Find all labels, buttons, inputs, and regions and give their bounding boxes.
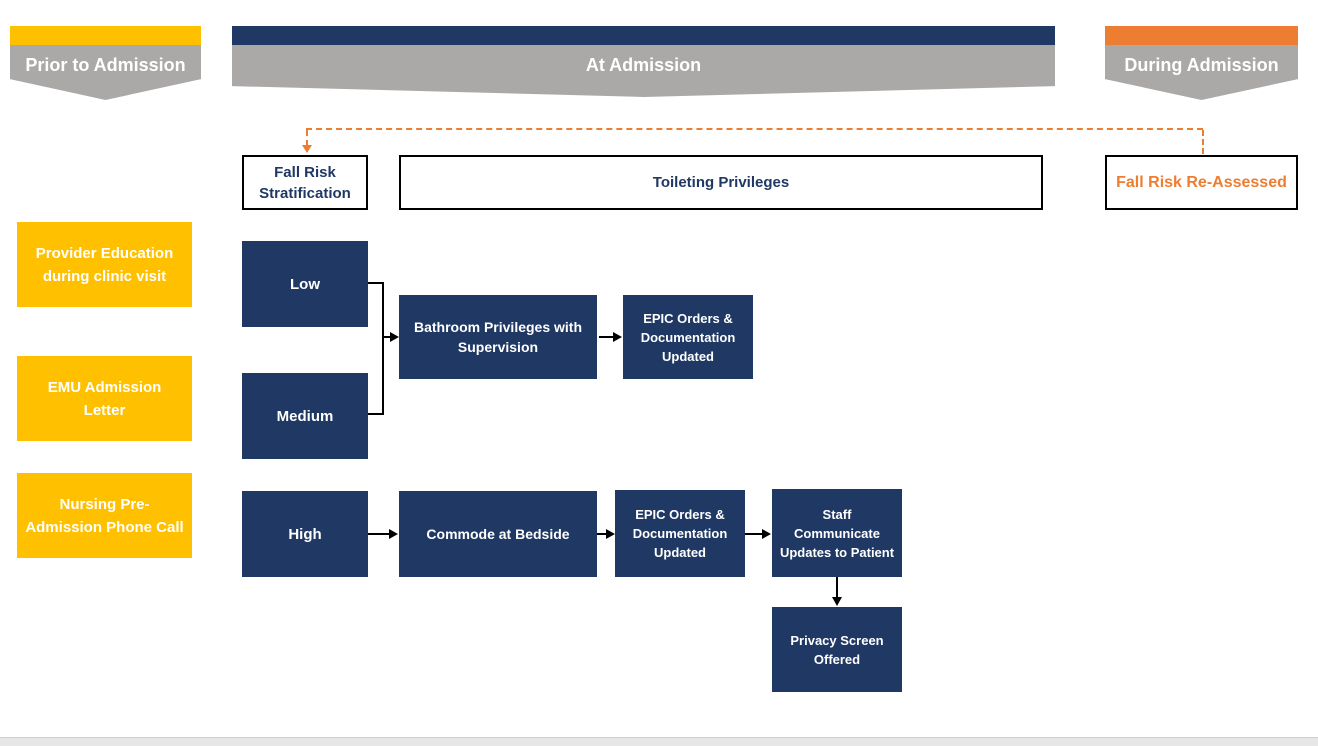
step-label-privacy-screen-offered: Privacy Screen Offered xyxy=(790,632,884,667)
header-label-fall-risk-stratification: Fall Risk Stratification xyxy=(259,163,351,202)
phase-label-prior-to-admission: Prior to Admission xyxy=(25,55,186,75)
step-label-provider-education: Provider Education during clinic visit xyxy=(35,244,174,285)
header-box-fall-risk-reassessed: Fall Risk Re-Assessed xyxy=(1105,155,1298,210)
bottom-edge-strip xyxy=(0,737,1318,746)
connector-merge-vertical xyxy=(382,282,384,415)
step-label-bathroom-privileges: Bathroom Privileges with Supervision xyxy=(413,319,583,355)
connector-commode-to-epic xyxy=(597,533,607,535)
step-label-commode-at-bedside: Commode at Bedside xyxy=(426,526,570,542)
arrowhead-to-epic-high-icon xyxy=(606,529,615,539)
connector-low-stub xyxy=(368,282,382,284)
connector-medium-stub xyxy=(368,413,382,415)
step-box-bathroom-privileges: Bathroom Privileges with Supervision xyxy=(399,295,597,379)
phase-bar-during-admission xyxy=(1105,26,1298,45)
reassess-arrowhead-down-icon xyxy=(302,145,312,153)
header-label-fall-risk-reassessed: Fall Risk Re-Assessed xyxy=(1116,173,1287,191)
step-box-emu-admission-letter: EMU Admission Letter xyxy=(17,356,192,441)
arrowhead-to-bathroom-icon xyxy=(390,332,399,342)
phase-label-during-admission: During Admission xyxy=(1124,55,1279,75)
arrowhead-to-privacy-icon xyxy=(832,597,842,606)
connector-high-to-commode xyxy=(368,533,389,535)
step-box-privacy-screen-offered: Privacy Screen Offered xyxy=(772,607,902,692)
arrowhead-to-epic-low-medium-icon xyxy=(613,332,622,342)
risk-label-low: Low xyxy=(290,275,320,293)
connector-epic-to-staff xyxy=(745,533,763,535)
step-label-nursing-pre-admission-call: Nursing Pre-Admission Phone Call xyxy=(25,495,184,536)
risk-label-high: High xyxy=(288,525,322,543)
step-box-staff-communicate-updates: Staff Communicate Updates to Patient xyxy=(772,489,902,577)
step-label-emu-admission-letter: EMU Admission Letter xyxy=(47,378,162,419)
phase-label-at-admission: At Admission xyxy=(585,55,702,75)
phase-banner-during-admission: During Admission xyxy=(1105,45,1298,100)
reassess-dashed-line-horizontal xyxy=(306,128,1203,130)
arrowhead-to-commode-icon xyxy=(389,529,398,539)
header-box-toileting-privileges: Toileting Privileges xyxy=(399,155,1043,210)
risk-box-low: Low xyxy=(242,241,368,327)
step-box-commode-at-bedside: Commode at Bedside xyxy=(399,491,597,577)
phase-banner-at-admission: At Admission xyxy=(232,45,1055,97)
header-box-fall-risk-stratification: Fall Risk Stratification xyxy=(242,155,368,210)
header-label-toileting-privileges: Toileting Privileges xyxy=(652,174,790,191)
step-box-nursing-pre-admission-call: Nursing Pre-Admission Phone Call xyxy=(17,473,192,558)
step-box-epic-orders-high: EPIC Orders & Documentation Updated xyxy=(615,490,745,577)
connector-staff-to-privacy xyxy=(836,577,838,598)
risk-box-high: High xyxy=(242,491,368,577)
risk-box-medium: Medium xyxy=(242,373,368,459)
step-label-epic-orders-high: EPIC Orders & Documentation Updated xyxy=(632,507,728,560)
step-label-epic-orders-low-medium: EPIC Orders & Documentation Updated xyxy=(640,310,736,364)
phase-banner-prior-to-admission: Prior to Admission xyxy=(10,45,201,100)
phase-bar-prior-to-admission xyxy=(10,26,201,45)
risk-label-medium: Medium xyxy=(276,407,334,425)
reassess-dashed-line-left-vertical xyxy=(306,130,308,146)
arrowhead-to-staff-icon xyxy=(762,529,771,539)
step-box-epic-orders-low-medium: EPIC Orders & Documentation Updated xyxy=(623,295,753,379)
step-box-provider-education: Provider Education during clinic visit xyxy=(17,222,192,307)
connector-merge-to-bathroom xyxy=(382,336,391,338)
reassess-dashed-line-right-vertical xyxy=(1202,130,1204,154)
step-label-staff-communicate-updates: Staff Communicate Updates to Patient xyxy=(779,506,895,560)
phase-bar-at-admission xyxy=(232,26,1055,45)
connector-bathroom-to-epic xyxy=(599,336,613,338)
